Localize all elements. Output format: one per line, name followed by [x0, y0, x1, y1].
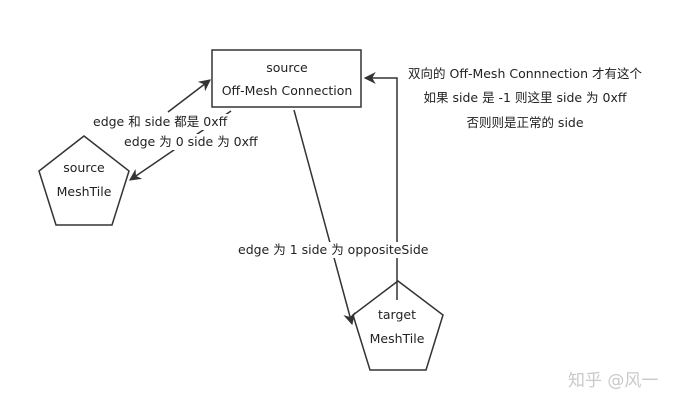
watermark: 知乎 @风一 — [568, 371, 659, 391]
arrow-source-tile-to-connection — [167, 79, 211, 113]
target-tile-label-line1: target — [377, 307, 417, 322]
target-meshtile-pentagon — [352, 280, 444, 371]
edge-label-lower: edge 为 0 side 为 0xff — [123, 134, 259, 150]
target-tile-label-line2: MeshTile — [369, 331, 425, 346]
connection-label-line2: Off-Mesh Connection — [221, 83, 353, 98]
source-tile-label-line2: MeshTile — [56, 184, 112, 199]
note-line2: 如果 side 是 -1 则这里 side 为 0xff — [423, 90, 627, 105]
source-meshtile-pentagon — [38, 135, 130, 226]
note-line1: 双向的 Off-Mesh Connnection 才有这个 — [408, 66, 642, 81]
arrow-target-tile-to-connection — [363, 72, 398, 300]
edge-label-upper: edge 和 side 都是 0xff — [92, 114, 229, 130]
edge-label-opposite: edge 为 1 side 为 oppositeSide — [237, 242, 430, 258]
off-mesh-connection-box — [211, 49, 362, 108]
note-line3: 否则则是正常的 side — [466, 115, 584, 130]
source-tile-label-line1: source — [63, 160, 105, 175]
connection-label-line1: source — [266, 60, 308, 75]
arrow-connection-to-target-tile — [293, 109, 355, 326]
